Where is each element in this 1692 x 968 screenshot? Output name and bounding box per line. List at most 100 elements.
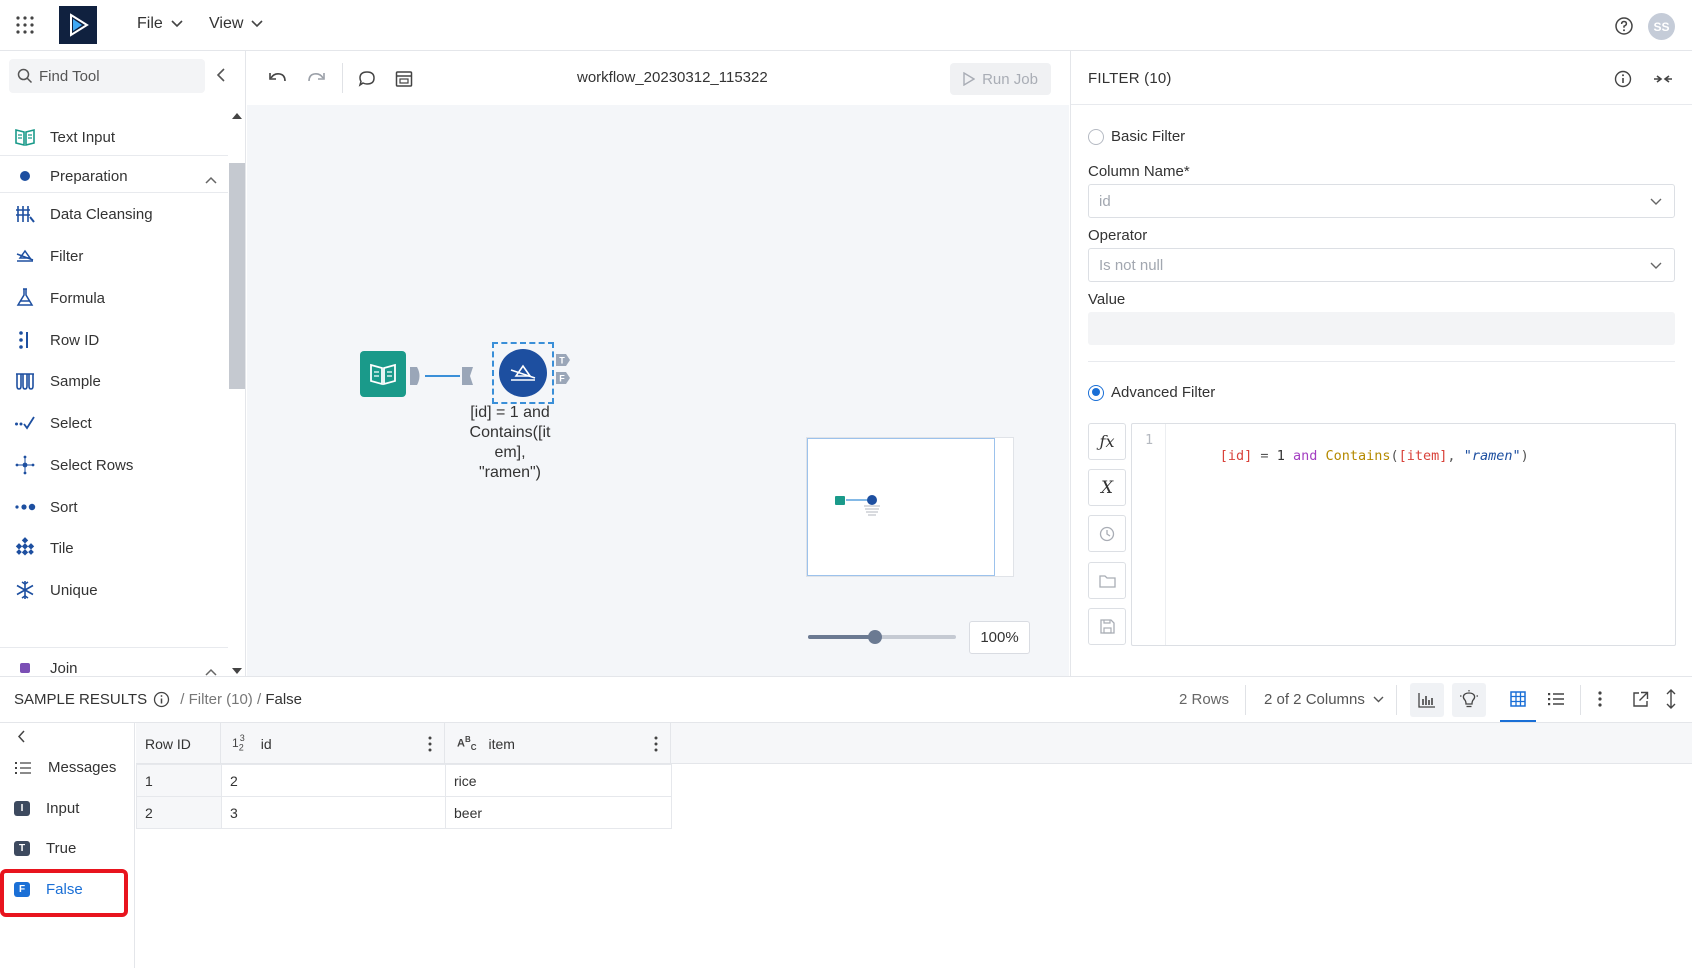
select-icon — [15, 416, 35, 430]
tool-sort[interactable]: Sort — [14, 495, 214, 519]
column-menu-icon[interactable] — [654, 736, 658, 752]
insights-button[interactable] — [1452, 683, 1486, 717]
table-row[interactable]: 2 3 beer — [136, 796, 672, 829]
connection-line[interactable] — [407, 361, 477, 391]
column-menu-icon[interactable] — [428, 736, 432, 752]
redo-icon[interactable] — [306, 69, 326, 92]
menu-view[interactable]: View — [209, 15, 263, 33]
tool-filter[interactable]: Filter — [14, 244, 214, 268]
top-bar: File View SS — [0, 0, 1692, 51]
results-nav-messages[interactable]: Messages — [14, 759, 116, 776]
tool-sample[interactable]: Sample — [14, 369, 214, 393]
tool-data-cleansing[interactable]: Data Cleansing — [14, 202, 214, 226]
chevron-up-icon[interactable] — [205, 663, 217, 681]
open-expression-button[interactable] — [1088, 562, 1126, 599]
comment-icon[interactable] — [357, 69, 377, 94]
run-job-label: Run Job — [982, 70, 1038, 88]
basic-filter-radio[interactable]: Basic Filter — [1088, 128, 1185, 145]
item-cell[interactable]: beer — [445, 796, 672, 829]
overview-map[interactable] — [806, 437, 1014, 577]
help-icon[interactable] — [1614, 16, 1634, 41]
expand-vertical-icon[interactable] — [1665, 689, 1677, 714]
tool-row-id[interactable]: Row ID — [14, 328, 214, 352]
item-cell[interactable]: rice — [445, 764, 672, 797]
table-row[interactable]: 1 2 rice — [136, 764, 672, 797]
id-cell[interactable]: 3 — [221, 796, 446, 829]
info-icon[interactable] — [1614, 70, 1632, 93]
sample-results-panel: SAMPLE RESULTS / Filter (10) / False 2 R… — [0, 676, 1692, 968]
basic-filter-label: Basic Filter — [1111, 128, 1186, 145]
column-header-item[interactable]: ABC item — [445, 723, 671, 764]
function-button[interactable]: ƒx — [1088, 423, 1126, 460]
row-id-cell: 2 — [136, 796, 222, 829]
grid-view-tab[interactable] — [1500, 677, 1536, 722]
results-nav-input[interactable]: I Input — [14, 800, 79, 817]
advanced-filter-radio[interactable]: Advanced Filter — [1088, 384, 1215, 401]
undo-icon[interactable] — [268, 69, 288, 92]
collapse-panel-icon[interactable] — [1653, 72, 1673, 91]
workflow-canvas[interactable]: workflow_20230312_115322 Run Job T F [id… — [247, 51, 1069, 676]
breadcrumb-filter[interactable]: / Filter (10) — [176, 691, 253, 708]
zoom-level-field[interactable]: 100% — [969, 621, 1030, 654]
collapse-palette-icon[interactable] — [216, 68, 226, 87]
user-avatar[interactable]: SS — [1648, 13, 1675, 40]
open-external-icon[interactable] — [1632, 691, 1649, 713]
tool-unique[interactable]: Unique — [14, 578, 214, 602]
container-icon[interactable] — [395, 70, 413, 93]
filter-node[interactable] — [499, 349, 547, 397]
find-tool-input[interactable]: Find Tool — [9, 59, 205, 93]
menu-file[interactable]: File — [137, 15, 183, 33]
text-input-node[interactable] — [360, 351, 406, 397]
operator-select[interactable]: Is not null — [1088, 248, 1675, 282]
column-header-row-id[interactable]: Row ID — [136, 723, 221, 764]
value-input[interactable] — [1088, 312, 1675, 345]
save-expression-button[interactable] — [1088, 608, 1126, 645]
chevron-left-icon[interactable] — [17, 730, 26, 748]
info-icon[interactable] — [153, 691, 170, 708]
filter-node-selection — [492, 342, 554, 404]
run-job-button[interactable]: Run Job — [950, 63, 1051, 95]
book-icon — [15, 128, 35, 147]
history-button[interactable] — [1088, 515, 1126, 552]
tool-text-input[interactable]: Text Input — [14, 125, 214, 149]
palette-scrollbar[interactable] — [229, 163, 245, 389]
chevron-up-icon[interactable] — [205, 171, 217, 189]
divider — [1088, 361, 1675, 362]
tool-formula[interactable]: Formula — [14, 286, 214, 310]
profile-button[interactable] — [1410, 683, 1444, 717]
zoom-slider[interactable] — [808, 630, 956, 644]
tool-select[interactable]: Select — [14, 411, 214, 435]
workflow-title[interactable]: workflow_20230312_115322 — [577, 69, 768, 86]
true-output-anchor[interactable]: T F — [556, 352, 572, 391]
radio-icon — [1088, 128, 1104, 145]
list-view-icon[interactable] — [1547, 691, 1565, 712]
results-nav-false[interactable]: F False — [14, 881, 83, 898]
column-header-id[interactable]: 123 id — [221, 723, 445, 764]
fx-icon: ƒx — [1099, 432, 1115, 451]
more-options-icon[interactable] — [1598, 691, 1602, 712]
expression-editor[interactable]: 1 [id] = 1 and Contains([item], "ramen") — [1131, 423, 1676, 646]
breadcrumb-current: False — [265, 691, 302, 708]
scroll-up-arrow-icon[interactable] — [232, 106, 242, 124]
scroll-down-arrow-icon[interactable] — [232, 661, 242, 679]
variable-button[interactable]: X — [1088, 469, 1126, 506]
nav-label: Input — [46, 800, 80, 817]
tool-tile[interactable]: Tile — [14, 536, 214, 560]
column-name-select[interactable]: id — [1088, 184, 1675, 218]
zoom-slider-thumb[interactable] — [867, 630, 882, 644]
menu-file-label: File — [137, 15, 163, 32]
results-nav-true[interactable]: T True — [14, 840, 76, 857]
token-keyword: and — [1284, 448, 1326, 464]
line-number: 1 — [1145, 432, 1154, 448]
overview-viewport[interactable] — [807, 438, 995, 576]
row-count: 2 Rows — [1179, 691, 1230, 708]
id-cell[interactable]: 2 — [221, 764, 446, 797]
unique-icon — [16, 581, 34, 599]
columns-dropdown[interactable]: 2 of 2 Columns — [1264, 691, 1384, 708]
expression-text[interactable]: [id] = 1 and Contains([item], "ramen") — [1171, 432, 1529, 480]
nav-label: False — [46, 881, 83, 898]
group-preparation[interactable]: Preparation — [14, 164, 214, 188]
app-grid-icon[interactable] — [16, 16, 34, 39]
group-join[interactable]: Join — [14, 656, 214, 680]
tool-select-rows[interactable]: Select Rows — [14, 453, 214, 477]
